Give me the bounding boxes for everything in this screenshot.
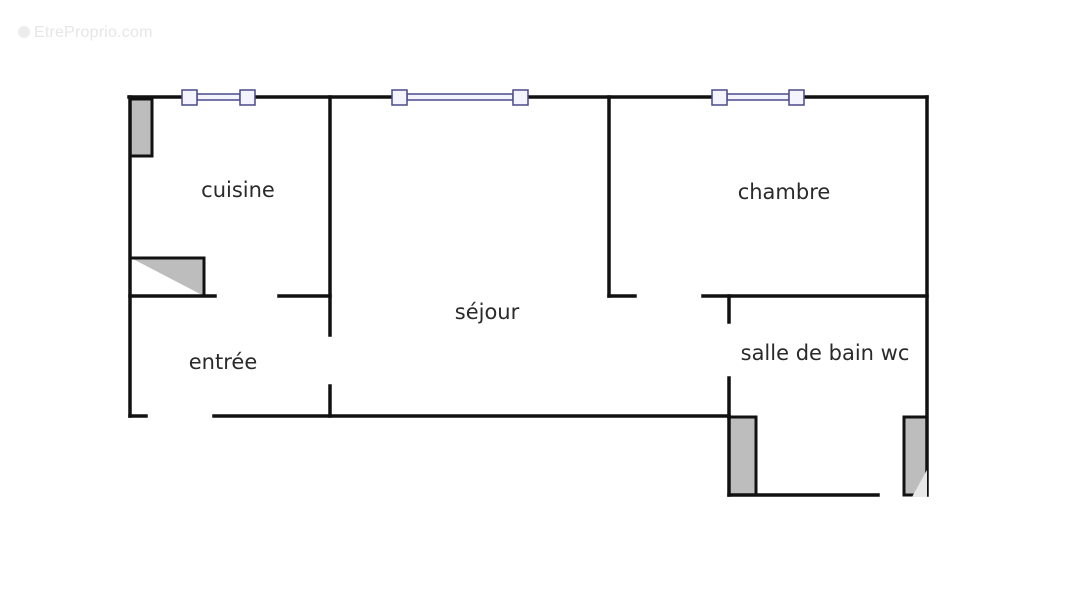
room-label-salle-de-bain-wc: salle de bain wc — [740, 341, 910, 365]
windows — [181, 89, 805, 106]
kitchen-counter-top — [131, 97, 154, 158]
watermark-text: EtreProprio.com — [34, 24, 153, 41]
bathroom-fixture-left — [727, 415, 758, 497]
room-label-cuisine: cuisine — [201, 178, 275, 202]
room-label-sejour: séjour — [454, 300, 520, 324]
window-cuisine — [181, 89, 256, 106]
kitchen-counter-bottom — [131, 256, 206, 296]
corner-watermark-mark — [912, 470, 927, 497]
copyright-icon — [18, 26, 30, 38]
window-sejour — [391, 89, 529, 106]
watermark: EtreProprio.com — [18, 24, 153, 42]
room-label-chambre: chambre — [737, 180, 831, 204]
window-chambre — [711, 89, 805, 106]
room-label-entree: entrée — [188, 350, 258, 374]
walls — [127, 95, 929, 497]
